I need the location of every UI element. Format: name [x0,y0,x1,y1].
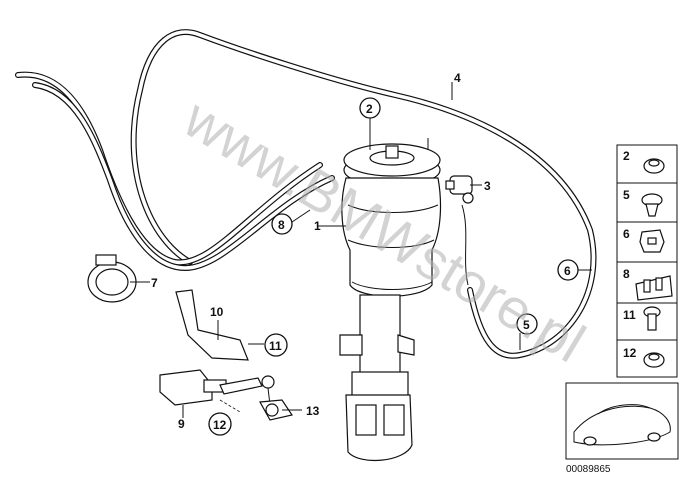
air-spring-strut [339,132,442,462]
small-parts-panel: 2 5 6 8 11 12 [616,144,678,378]
bolt-icon [643,306,661,331]
nut-icon [643,158,665,174]
callout-labels: 1 2 3 4 5 6 7 8 9 10 11 12 13 [151,71,579,436]
air-line-hoses [15,29,597,359]
callout-13: 13 [306,404,320,418]
callout-5-circle [516,313,538,335]
callout-12-circle [208,412,232,436]
callout-10: 10 [210,305,224,319]
callout-6-circle [557,259,579,281]
callout-3: 3 [484,179,491,193]
panel-label-8: 8 [623,267,630,281]
callout-6: 6 [564,264,571,278]
callout-12: 12 [213,418,227,432]
callout-4: 4 [454,71,461,85]
callout-8-circle [271,213,293,235]
panel-label-11: 11 [623,308,636,322]
vehicle-thumbnail [565,382,679,460]
ride-height-sensor [159,289,263,413]
clip-icon [639,229,665,253]
drawing-code: 00089865 [566,464,611,475]
valve-3 [445,175,474,204]
panel-label-12: 12 [623,346,637,360]
callout-7: 7 [151,276,158,290]
callout-2: 2 [366,102,373,116]
callout-8: 8 [278,218,285,232]
panel-label-5: 5 [623,188,630,202]
expanding-rivet-icon [641,193,663,217]
callout-11-circle [264,333,288,357]
callout-5: 5 [523,318,530,332]
nut-icon [643,352,665,368]
coupling-rod-13 [259,375,293,421]
callout-leaders [130,82,592,418]
callout-2-circle [359,97,381,119]
callout-1: 1 [314,219,321,233]
hose-holder-icon [635,275,673,301]
callout-9: 9 [178,417,185,431]
panel-label-6: 6 [623,227,630,241]
hose-clamp-7 [87,254,137,303]
panel-label-2: 2 [623,149,630,163]
callout-11: 11 [269,339,282,353]
